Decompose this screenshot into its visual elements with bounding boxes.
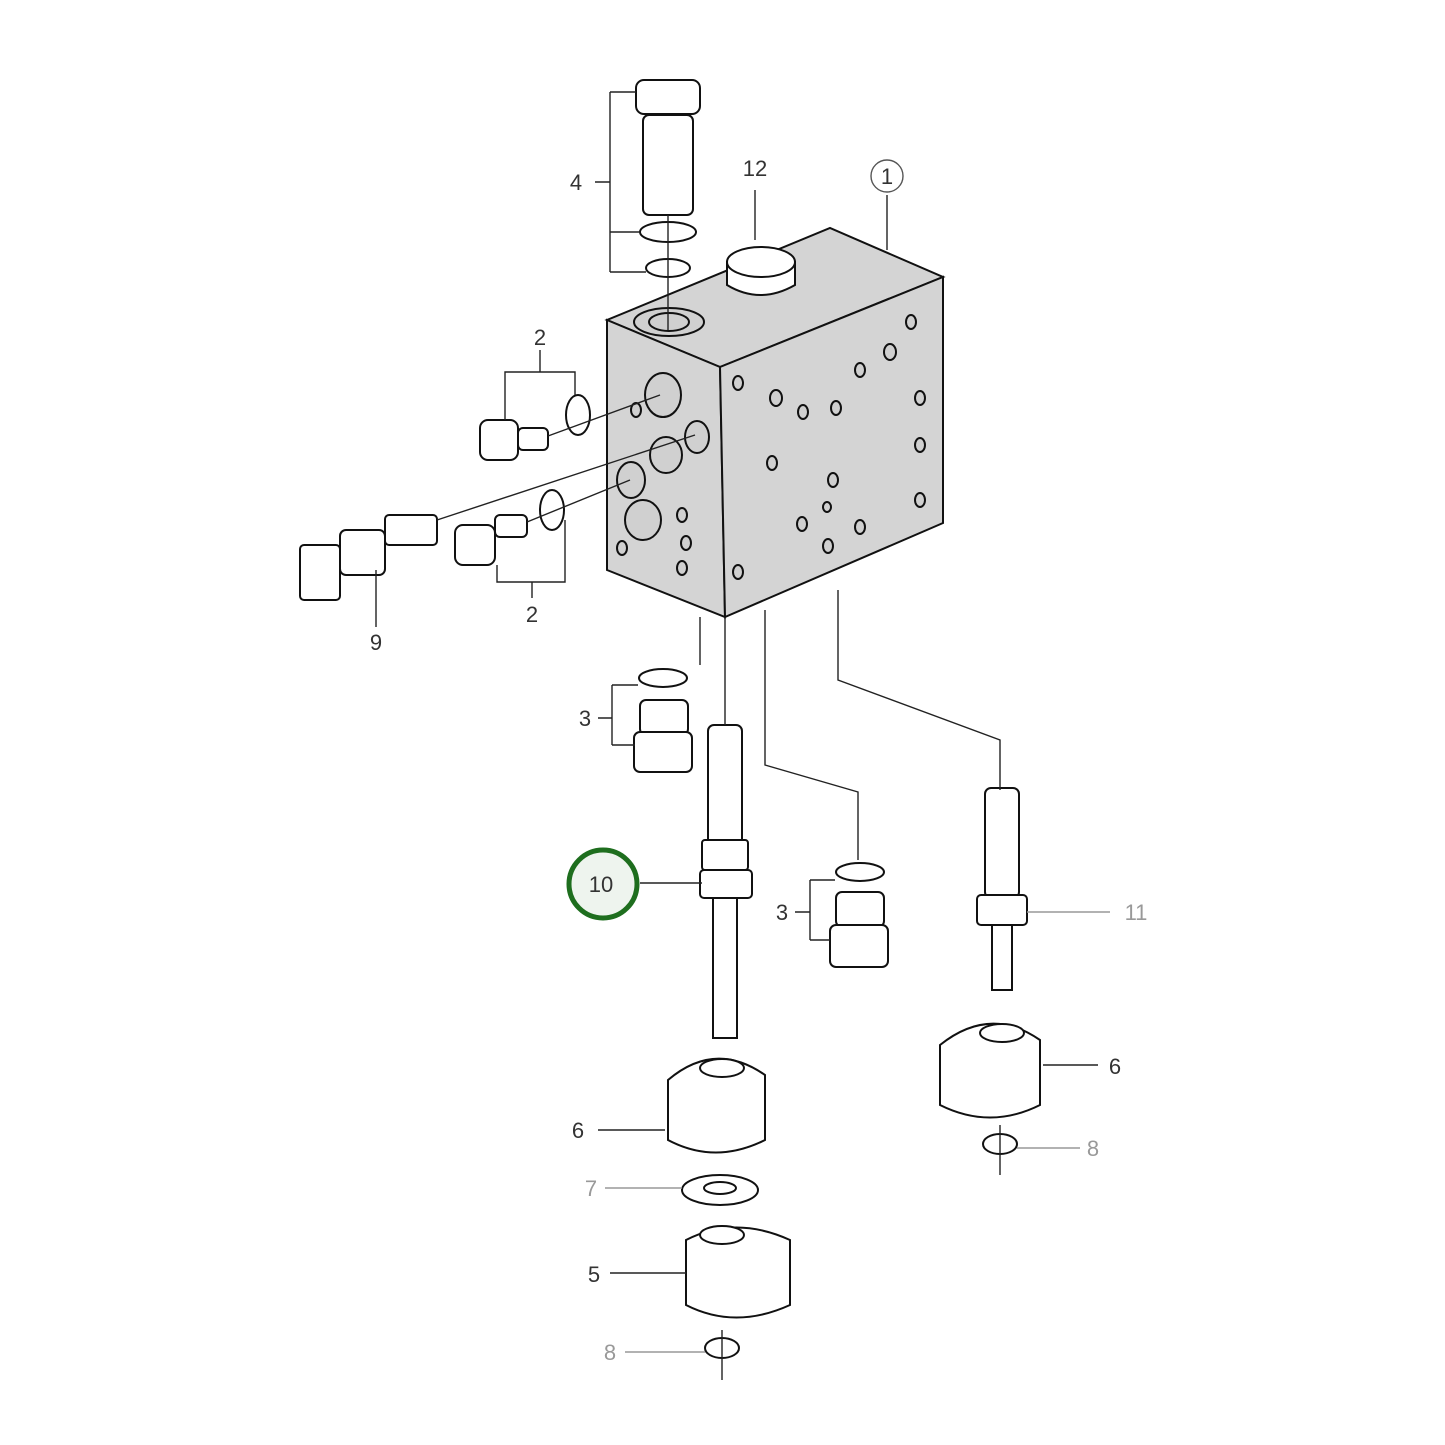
leader-lines <box>375 91 1110 1353</box>
nut-8-lower[interactable] <box>704 1330 740 1380</box>
callout-5[interactable]: 5 <box>588 1262 600 1287</box>
callout-2-lower[interactable]: 2 <box>526 602 538 627</box>
coil-6-right[interactable] <box>939 1022 1041 1119</box>
callout-10[interactable]: 10 <box>589 872 613 897</box>
valve-block[interactable] <box>604 226 946 619</box>
block-holes <box>616 307 926 580</box>
callout-11[interactable]: 11 <box>1125 900 1148 925</box>
callout-3-right[interactable]: 3 <box>776 900 788 925</box>
callout-8-lower[interactable]: 8 <box>604 1340 616 1365</box>
callout-1-circle <box>870 159 904 193</box>
callout-9[interactable]: 9 <box>370 630 382 655</box>
callout-2-upper[interactable]: 2 <box>534 325 546 350</box>
callout-4[interactable]: 4 <box>570 170 582 195</box>
washer-7[interactable] <box>681 1174 759 1206</box>
callout-12[interactable]: 12 <box>743 156 767 181</box>
fitting-2-lower[interactable] <box>454 479 631 566</box>
fitting-2-upper[interactable] <box>479 394 661 461</box>
filter-4[interactable] <box>635 79 701 330</box>
cartridge-valve-10[interactable] <box>699 724 753 1039</box>
plug-12[interactable] <box>726 246 796 296</box>
callout-10-highlight-circle <box>566 847 640 921</box>
callout-6-right[interactable]: 6 <box>1109 1054 1121 1079</box>
plug-3-right[interactable] <box>829 862 889 968</box>
callout-1[interactable]: 1 <box>881 164 893 189</box>
callout-7[interactable]: 7 <box>585 1176 597 1201</box>
callout-8-right[interactable]: 8 <box>1087 1136 1099 1161</box>
coil-6-left[interactable] <box>667 1057 766 1154</box>
plug-3-left[interactable] <box>633 668 693 773</box>
callout-6-left[interactable]: 6 <box>572 1118 584 1143</box>
nut-8-right[interactable] <box>982 1125 1018 1175</box>
cartridge-valve-11[interactable] <box>976 787 1028 991</box>
coil-5[interactable] <box>685 1225 791 1319</box>
sensor-9[interactable] <box>299 434 696 601</box>
callout-3-left[interactable]: 3 <box>579 706 591 731</box>
